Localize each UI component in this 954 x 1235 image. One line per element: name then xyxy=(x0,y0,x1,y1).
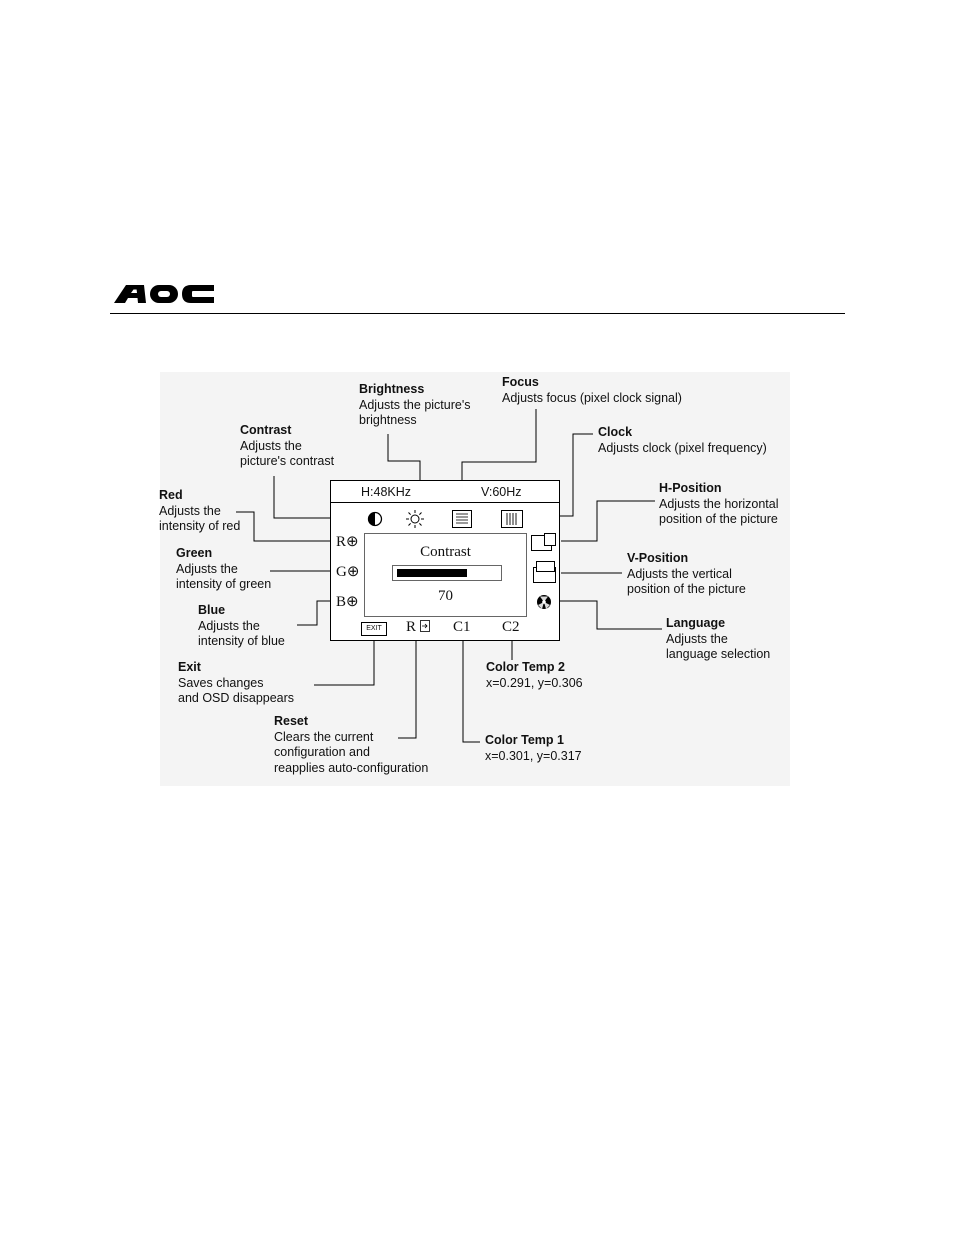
callout-color-temp-2: Color Temp 2 x=0.291, y=0.306 xyxy=(486,660,583,691)
callout-text: intensity of blue xyxy=(198,634,285,648)
crosshair-icon: ⊕ xyxy=(346,594,359,610)
callout-text: and OSD disappears xyxy=(178,691,295,705)
aoc-logo xyxy=(114,285,214,303)
adjustment-panel: Contrast 70 xyxy=(364,533,527,617)
color-temp-1-button[interactable]: C1 xyxy=(453,619,471,635)
callout-title: Clock xyxy=(598,425,633,439)
clock-icon[interactable] xyxy=(501,510,523,528)
reset-label: R xyxy=(406,619,417,635)
callout-title: Green xyxy=(176,546,213,560)
callout-title: Color Temp 1 xyxy=(485,733,564,747)
callout-text: Adjusts the horizontal xyxy=(659,496,779,511)
callout-green: Green Adjusts the intensity of green xyxy=(176,546,271,593)
callout-text: position of the picture xyxy=(659,512,778,526)
callout-text: Adjusts the xyxy=(198,618,260,633)
blue-label: B xyxy=(336,594,347,610)
callout-title: Focus xyxy=(502,375,539,389)
language-icon[interactable] xyxy=(536,594,552,610)
active-item-value: 70 xyxy=(438,588,453,604)
callout-text: x=0.301, y=0.317 xyxy=(485,748,582,763)
callout-text: Adjusts the xyxy=(240,438,302,453)
callout-h-position: H-Position Adjusts the horizontal positi… xyxy=(659,481,779,528)
callout-text: reapplies auto-configuration xyxy=(274,760,429,775)
focus-icon[interactable] xyxy=(452,510,472,528)
exit-button[interactable]: EXIT xyxy=(361,622,387,636)
callout-title: Language xyxy=(666,616,726,630)
callout-red: Red Adjusts the intensity of red xyxy=(159,488,240,535)
callout-title: Contrast xyxy=(240,423,292,437)
callout-title: V-Position xyxy=(627,551,689,565)
callout-reset: Reset Clears the current configuration a… xyxy=(274,714,428,776)
brightness-icon[interactable] xyxy=(405,509,425,529)
callout-text: picture's contrast xyxy=(240,454,335,468)
green-control[interactable]: G⊕ xyxy=(336,562,359,581)
callout-text: Saves changes xyxy=(178,675,264,690)
reset-button[interactable]: R xyxy=(406,619,430,636)
crosshair-icon: ⊕ xyxy=(346,534,359,550)
callout-text: configuration and xyxy=(274,745,370,759)
callout-title: Brightness xyxy=(359,382,425,396)
callout-text: Adjusts the xyxy=(176,561,238,576)
level-slider[interactable] xyxy=(392,565,502,581)
osd-window: H:48KHz V:60Hz R⊕ G⊕ B⊕ Contrast 70 xyxy=(330,480,560,641)
callout-text: intensity of red xyxy=(159,519,241,533)
callout-color-temp-1: Color Temp 1 x=0.301, y=0.317 xyxy=(485,733,582,764)
osd-status-bar: H:48KHz V:60Hz xyxy=(331,481,559,503)
red-label: R xyxy=(336,534,347,550)
callout-text: Adjusts the xyxy=(666,631,728,646)
callout-title: Red xyxy=(159,488,183,502)
callout-text: brightness xyxy=(359,413,417,427)
red-control[interactable]: R⊕ xyxy=(336,532,359,551)
callout-v-position: V-Position Adjusts the vertical position… xyxy=(627,551,746,598)
callout-exit: Exit Saves changes and OSD disappears xyxy=(178,660,294,707)
green-label: G xyxy=(336,564,347,580)
callout-title: Color Temp 2 xyxy=(486,660,565,674)
callout-title: Exit xyxy=(178,660,201,674)
callout-clock: Clock Adjusts clock (pixel frequency) xyxy=(598,425,767,456)
blue-control[interactable]: B⊕ xyxy=(336,592,359,611)
callout-contrast: Contrast Adjusts the picture's contrast xyxy=(240,423,334,470)
callout-language: Language Adjusts the language selection xyxy=(666,616,770,663)
callout-focus: Focus Adjusts focus (pixel clock signal) xyxy=(502,375,682,406)
h-position-icon[interactable] xyxy=(531,533,557,551)
contrast-icon[interactable] xyxy=(367,511,383,527)
v-frequency: V:60Hz xyxy=(481,485,522,499)
callout-text: Adjusts the picture's xyxy=(359,397,471,412)
callout-blue: Blue Adjusts the intensity of blue xyxy=(198,603,285,650)
level-fill xyxy=(397,569,467,577)
reset-icon xyxy=(419,620,430,632)
callout-text: Adjusts clock (pixel frequency) xyxy=(598,440,767,455)
callout-text: Adjusts the vertical xyxy=(627,566,732,581)
callout-text: Adjusts the xyxy=(159,503,221,518)
callout-text: position of the picture xyxy=(627,582,746,596)
callout-text: Adjusts focus (pixel clock signal) xyxy=(502,390,682,405)
callout-brightness: Brightness Adjusts the picture's brightn… xyxy=(359,382,470,429)
h-frequency: H:48KHz xyxy=(361,485,412,499)
callout-title: H-Position xyxy=(659,481,722,495)
callout-text: language selection xyxy=(666,647,771,661)
callout-title: Blue xyxy=(198,603,226,617)
color-temp-2-button[interactable]: C2 xyxy=(502,619,520,635)
callout-text: intensity of green xyxy=(176,577,272,591)
v-position-icon[interactable] xyxy=(533,561,557,583)
callout-text: Clears the current xyxy=(274,729,374,744)
callout-title: Reset xyxy=(274,714,309,728)
callout-text: x=0.291, y=0.306 xyxy=(486,675,583,690)
header-rule xyxy=(110,313,845,314)
active-item-title: Contrast xyxy=(420,544,471,560)
crosshair-icon: ⊕ xyxy=(346,564,360,580)
